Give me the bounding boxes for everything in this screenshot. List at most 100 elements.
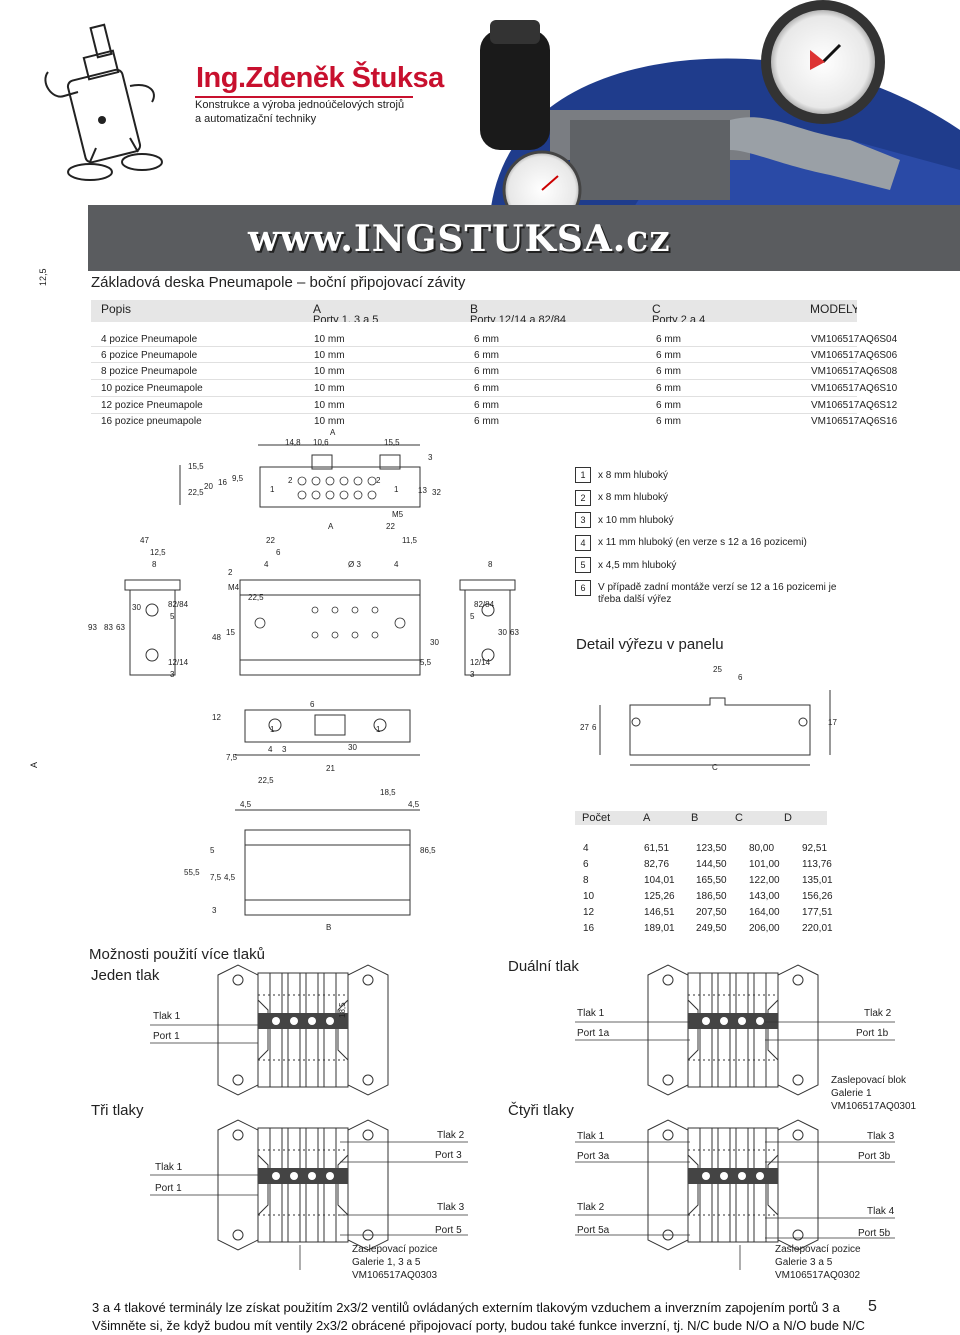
col-models: MODELY — [810, 302, 857, 316]
three-port3: Port 3 — [435, 1150, 462, 1161]
svg-text:8: 8 — [152, 560, 157, 569]
dual-tlak1: Tlak 1 — [577, 1008, 605, 1019]
three-pos-l3: VM106517AQ0303 — [352, 1270, 438, 1281]
dual-port1b: Port 1b — [856, 1028, 889, 1039]
dims-cell: 122,00 — [749, 875, 780, 886]
legend-text: x 10 mm hluboký — [598, 515, 674, 526]
dual-pressure-title: Duální tlak — [508, 958, 579, 975]
four-pos-l2: Galerie 3 a 5 — [775, 1257, 833, 1268]
three-port1: Port 1 — [155, 1183, 182, 1194]
svg-text:30: 30 — [430, 638, 439, 647]
legend-number: 6 — [575, 580, 591, 596]
svg-text:22: 22 — [266, 536, 275, 545]
svg-text:4: 4 — [264, 560, 269, 569]
svg-text:8: 8 — [488, 560, 493, 569]
row-a: 10 mm — [314, 416, 345, 427]
row-c: 6 mm — [656, 383, 681, 394]
legend-number: 3 — [575, 512, 591, 528]
row-b: 6 mm — [474, 334, 499, 345]
four-tlak1: Tlak 1 — [577, 1131, 605, 1142]
svg-text:3: 3 — [282, 745, 287, 754]
svg-text:C: C — [712, 763, 718, 770]
row-a: 10 mm — [314, 334, 345, 345]
single-pressure-title: Jeden tlak — [91, 967, 160, 984]
col-c-sub: Porty 2 a 4 — [652, 314, 706, 322]
dims-cell: 186,50 — [696, 891, 727, 902]
dims-cell: 6 — [583, 859, 589, 870]
dims-cell: 12 — [583, 907, 595, 918]
table-divider — [91, 362, 857, 363]
row-c: 6 mm — [656, 334, 681, 345]
dims-cell: 156,26 — [802, 891, 833, 902]
row-b: 6 mm — [474, 400, 499, 411]
svg-text:30: 30 — [498, 628, 507, 637]
svg-text:22,5: 22,5 — [188, 488, 204, 497]
four-pos-l1: Zaslepovací pozice — [775, 1244, 861, 1255]
svg-text:10,6: 10,6 — [313, 438, 329, 447]
row-model: VM106517AQ6S08 — [811, 366, 898, 377]
row-popis: 4 pozice Pneumapole — [101, 334, 198, 345]
svg-text:5: 5 — [170, 612, 175, 621]
col-c: C — [652, 302, 661, 316]
three-pos-l1: Zaslepovací pozice — [352, 1244, 438, 1255]
svg-text:B: B — [326, 923, 331, 932]
single-dim: 18,5 — [338, 1002, 347, 1018]
company-subtitle-1: Konstrukce a výroba jednoúčelových stroj… — [195, 99, 405, 111]
table-divider — [91, 346, 857, 347]
table-row: 16 pozice pneumapole 10 mm 6 mm 6 mm VM1… — [101, 416, 901, 432]
four-tlak3: Tlak 3 — [867, 1131, 895, 1142]
svg-text:A: A — [328, 522, 334, 531]
svg-text:22,5: 22,5 — [248, 593, 264, 602]
svg-text:55,5: 55,5 — [184, 868, 200, 877]
table-divider — [91, 396, 857, 397]
svg-text:7,5: 7,5 — [226, 753, 238, 762]
col-b-sub: Porty 12/14 a 82/84 — [470, 314, 567, 322]
row-b: 6 mm — [474, 350, 499, 361]
dims-cell: 4 — [583, 843, 589, 854]
dims-col: Počet — [582, 812, 611, 824]
logo-underline — [195, 96, 413, 98]
row-model: VM106517AQ6S12 — [811, 400, 898, 411]
page-number: 5 — [868, 1298, 877, 1315]
svg-text:4,5: 4,5 — [240, 800, 252, 809]
svg-text:6: 6 — [592, 723, 597, 732]
single-tlak1: Tlak 1 — [153, 1011, 181, 1022]
legend-text-cont: třeba další výřez — [598, 594, 672, 605]
svg-text:1: 1 — [394, 485, 399, 494]
four-port5a: Port 5a — [577, 1225, 610, 1236]
four-pressure-title: Čtyři tlaky — [508, 1102, 574, 1119]
row-c: 6 mm — [656, 350, 681, 361]
row-b: 6 mm — [474, 416, 499, 427]
row-a: 10 mm — [314, 366, 345, 377]
row-b: 6 mm — [474, 383, 499, 394]
svg-text:22: 22 — [386, 522, 395, 531]
svg-text:16: 16 — [218, 478, 227, 487]
dims-cell: 113,76 — [802, 859, 832, 870]
dims-cell: 104,01 — [644, 875, 675, 886]
dims-cell: 8 — [583, 875, 589, 886]
dims-cell: 16 — [583, 923, 595, 934]
svg-text:1: 1 — [376, 725, 381, 734]
svg-text:Ø 3: Ø 3 — [348, 560, 361, 569]
table-divider — [91, 413, 857, 414]
legend-number: 2 — [575, 490, 591, 506]
table-row: 10 pozice Pneumapole 10 mm 6 mm 6 mm VM1… — [101, 383, 901, 399]
dims-cell: 125,26 — [644, 891, 675, 902]
svg-text:6: 6 — [738, 673, 743, 682]
svg-text:5: 5 — [210, 846, 215, 855]
three-port5: Port 5 — [435, 1225, 462, 1236]
four-tlak4: Tlak 4 — [867, 1206, 895, 1217]
dims-cell: 101,00 — [749, 859, 780, 870]
svg-text:21: 21 — [326, 764, 335, 773]
svg-text:5,5: 5,5 — [420, 658, 432, 667]
dual-port1a: Port 1a — [577, 1028, 610, 1039]
row-model: VM106517AQ6S04 — [811, 334, 898, 345]
svg-text:47: 47 — [140, 536, 149, 545]
website-url[interactable]: www.INGSTUKSA.cz — [248, 218, 671, 260]
svg-text:20: 20 — [204, 482, 213, 491]
